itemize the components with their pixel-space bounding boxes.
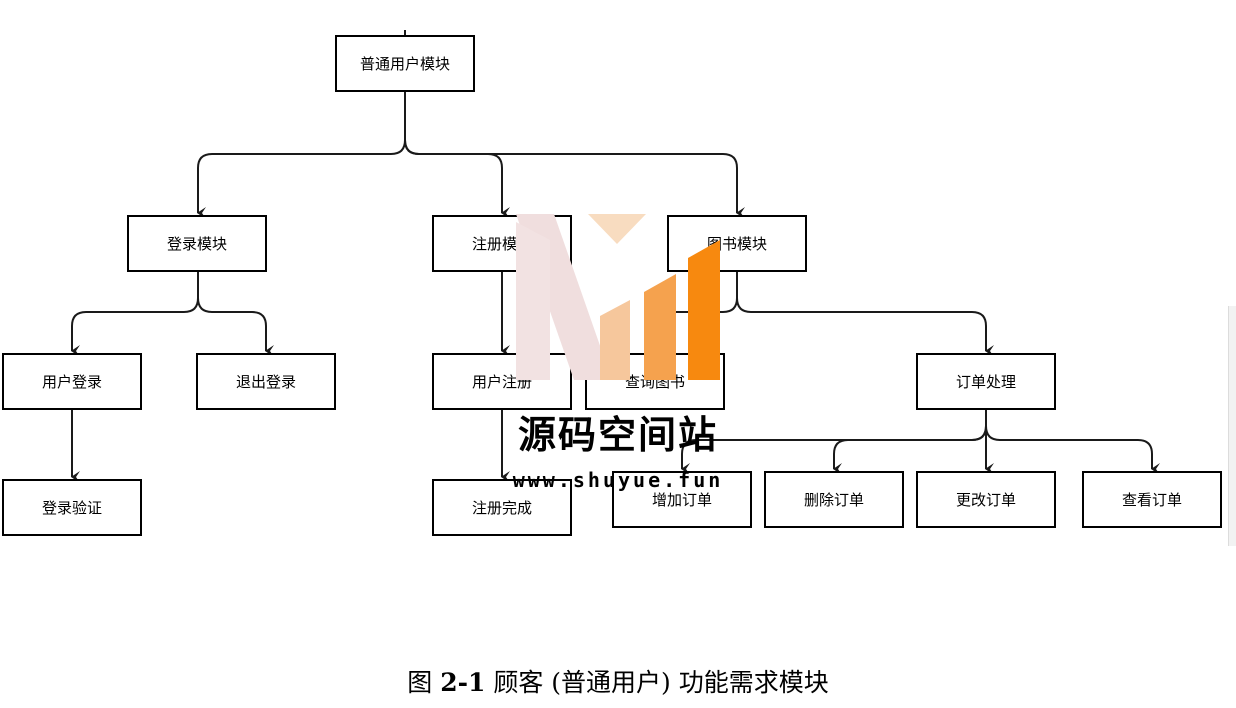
watermark-logo-top-triangle [588, 214, 646, 244]
node-modify-order: 更改订单 [916, 471, 1056, 528]
watermark-logo [516, 214, 720, 380]
node-order-processing: 订单处理 [916, 353, 1056, 410]
node-login-module: 登录模块 [127, 215, 267, 272]
figure-caption: 图 2-1 顾客 (普通用户) 功能需求模块 [0, 668, 1236, 698]
edge-login-module-user-login [71, 272, 199, 357]
node-order-processing-label: 订单处理 [956, 373, 1016, 391]
scrollbar-track[interactable] [1228, 306, 1236, 546]
node-root: 普通用户模块 [335, 35, 475, 92]
watermark-title: 源码空间站 [517, 413, 718, 457]
edge-root-register-module [404, 92, 510, 219]
watermark-logo-bar-medium [644, 274, 676, 380]
node-add-order-label: 增加订单 [652, 491, 712, 509]
edge-book-module-order-processing [736, 297, 994, 357]
node-book-module-label: 图书模块 [707, 235, 767, 253]
caption-text: 顾客 (普通用户) 功能需求模块 [493, 668, 829, 697]
node-register-complete: 注册完成 [432, 479, 572, 536]
node-delete-order: 删除订单 [764, 471, 904, 528]
edge-login-module-logout [197, 297, 274, 357]
node-login-verify: 登录验证 [2, 479, 142, 536]
node-logout: 退出登录 [196, 353, 336, 410]
edge-root-book-module [404, 139, 745, 219]
edge-order-processing-view-order [985, 425, 1160, 475]
node-view-order: 查看订单 [1082, 471, 1222, 528]
edge-order-processing-delete-order [833, 425, 987, 475]
watermark-logo-bar-small [600, 300, 630, 380]
node-root-label: 普通用户模块 [360, 55, 450, 73]
caption-prefix: 图 [407, 668, 433, 697]
node-add-order: 增加订单 [612, 471, 752, 528]
node-register-complete-label: 注册完成 [472, 499, 532, 517]
node-login-verify-label: 登录验证 [42, 499, 102, 517]
node-user-login: 用户登录 [2, 353, 142, 410]
node-modify-order-label: 更改订单 [956, 491, 1016, 509]
node-view-order-label: 查看订单 [1122, 491, 1182, 509]
edge-root-login-module [197, 92, 406, 219]
node-logout-label: 退出登录 [236, 373, 296, 391]
connector-lines [71, 30, 1160, 483]
watermark-url: www.shuyue.fun [512, 468, 724, 492]
watermark-logo-left-bar [516, 222, 550, 380]
node-login-module-label: 登录模块 [167, 235, 227, 253]
watermark-logo-bar-tall [688, 240, 720, 380]
node-delete-order-label: 删除订单 [804, 491, 864, 509]
node-user-register: 用户注册 [432, 353, 572, 410]
caption-number: 2-1 [440, 668, 486, 697]
node-user-login-label: 用户登录 [42, 373, 102, 391]
